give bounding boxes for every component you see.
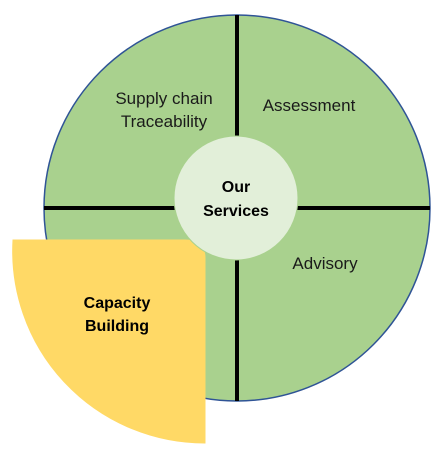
capacity-building-label-line2: Building xyxy=(85,318,149,335)
supply-chain-label-line1: Supply chain xyxy=(115,89,212,108)
center-circle xyxy=(173,135,299,261)
capacity-building-segment[interactable] xyxy=(12,239,206,444)
center-label-line2: Services xyxy=(203,203,269,220)
advisory-label: Advisory xyxy=(292,254,358,273)
supply-chain-label-line2: Traceability xyxy=(121,112,208,131)
center-label-line1: Our xyxy=(222,179,250,196)
assessment-label: Assessment xyxy=(263,96,356,115)
capacity-building-label-line1: Capacity xyxy=(84,295,151,312)
